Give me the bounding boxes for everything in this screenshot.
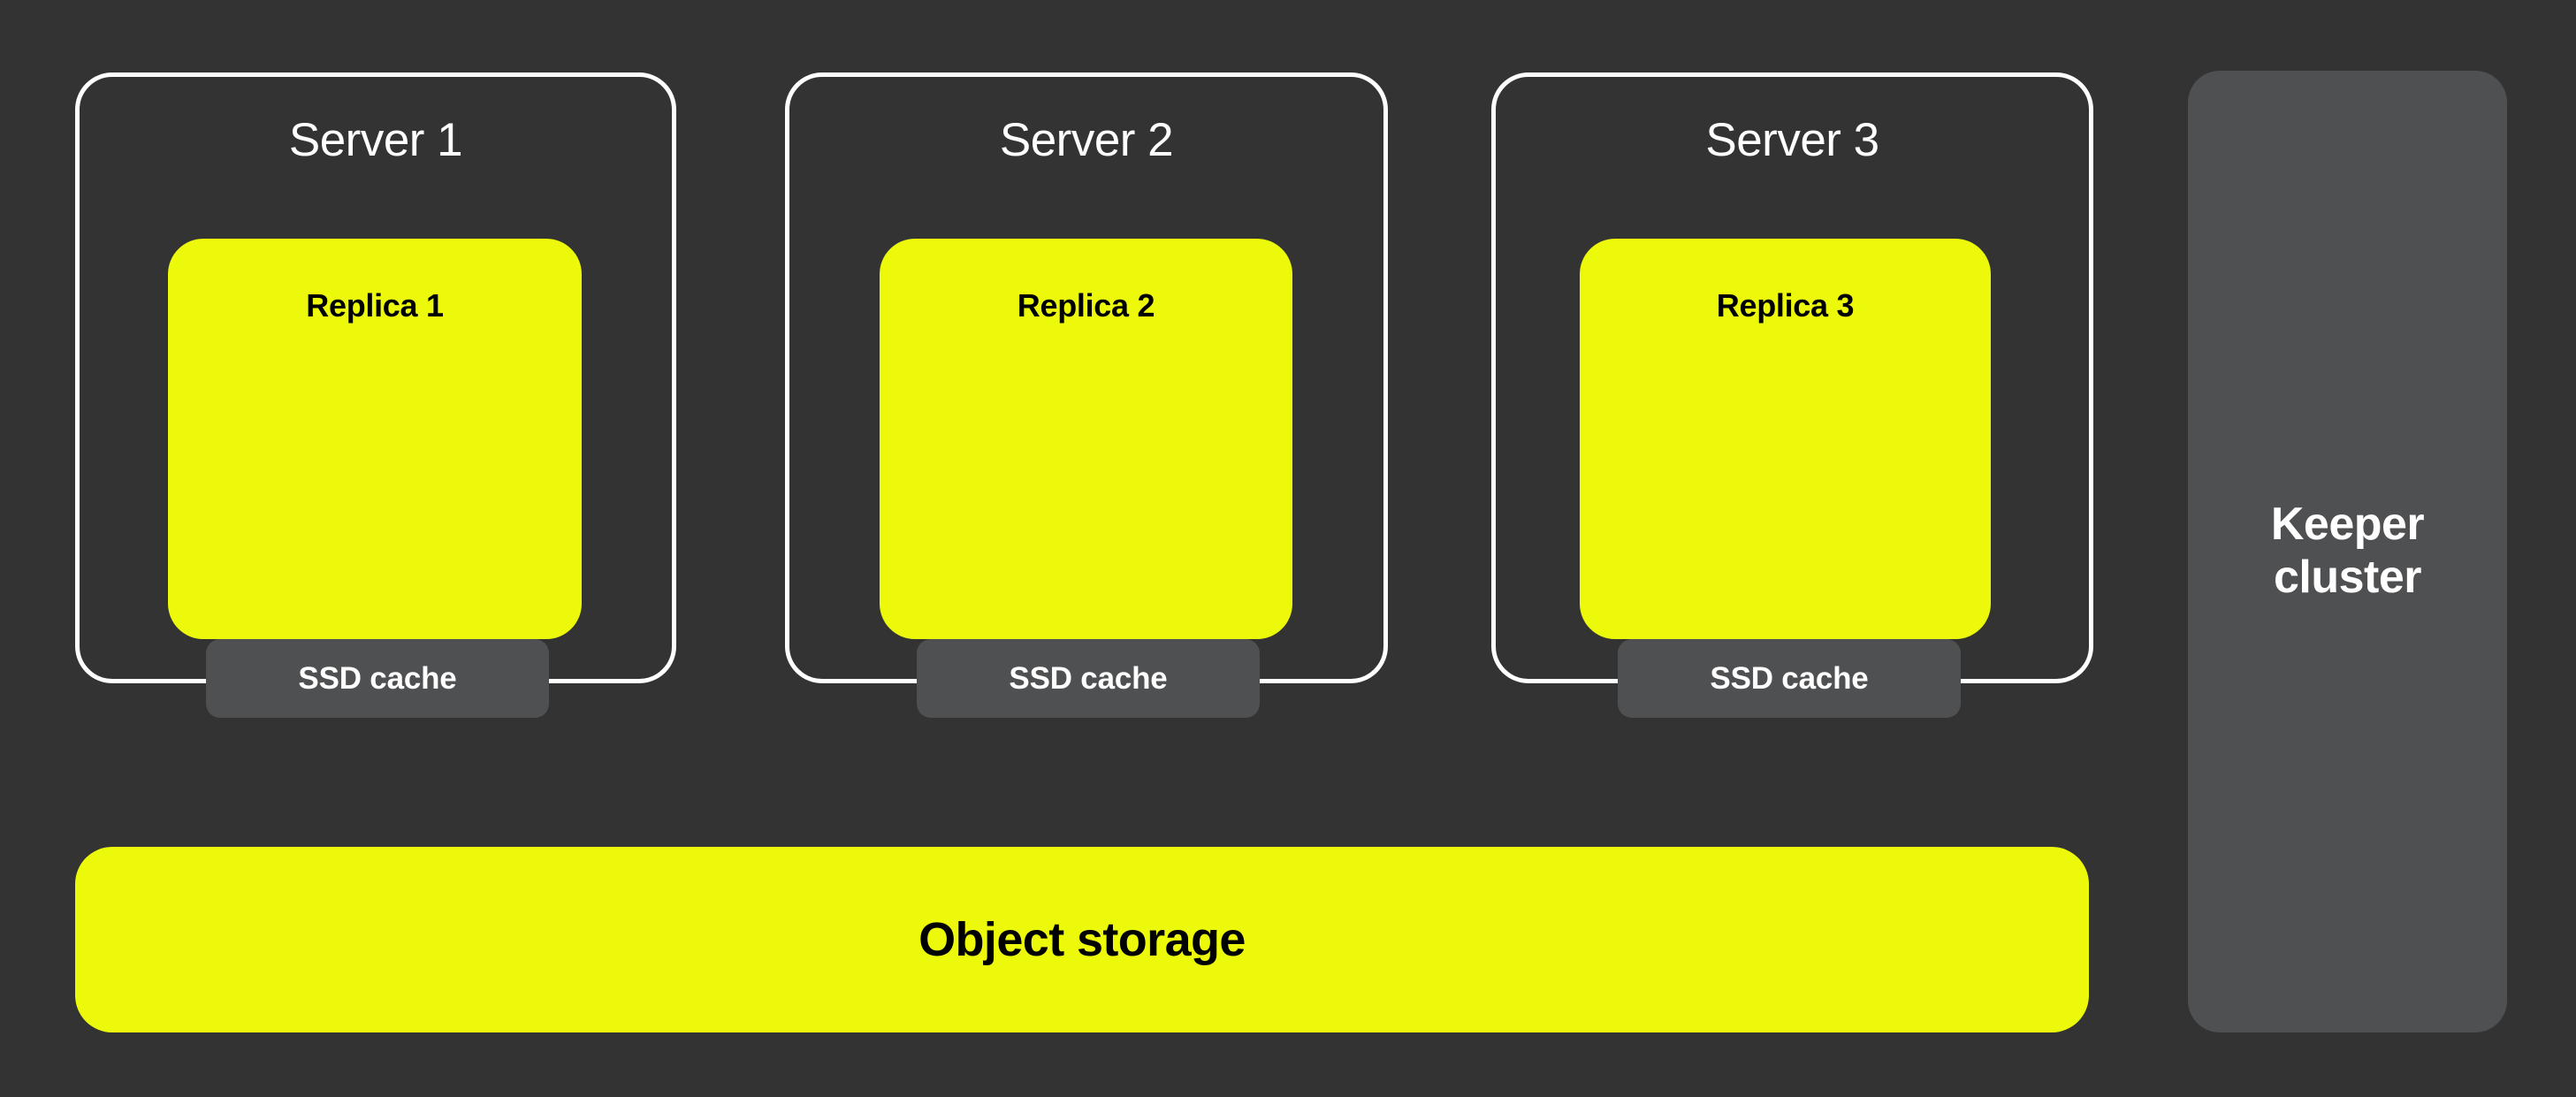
- server-title-3: Server 3: [1705, 114, 1879, 166]
- server-title-2: Server 2: [999, 114, 1174, 166]
- server-title-1: Server 1: [288, 114, 463, 166]
- ssd-cache-1: SSD cache: [206, 639, 549, 718]
- object-storage-label: Object storage: [918, 913, 1246, 966]
- object-storage-block: Object storage: [75, 847, 2089, 1032]
- replica-box-1: Replica 1: [168, 239, 582, 639]
- replica-label-2: Replica 2: [1017, 287, 1155, 324]
- replica-box-3: Replica 3: [1580, 239, 1991, 639]
- ssd-cache-label-1: SSD cache: [298, 661, 457, 696]
- keeper-cluster-label: Keeper cluster: [2270, 499, 2425, 603]
- ssd-cache-label-2: SSD cache: [1009, 661, 1168, 696]
- keeper-cluster-panel: Keeper cluster: [2188, 71, 2507, 1032]
- replica-label-3: Replica 3: [1716, 287, 1855, 324]
- ssd-cache-label-3: SSD cache: [1710, 661, 1869, 696]
- replica-label-1: Replica 1: [306, 287, 444, 324]
- replica-box-2: Replica 2: [880, 239, 1292, 639]
- ssd-cache-2: SSD cache: [917, 639, 1260, 718]
- ssd-cache-3: SSD cache: [1618, 639, 1961, 718]
